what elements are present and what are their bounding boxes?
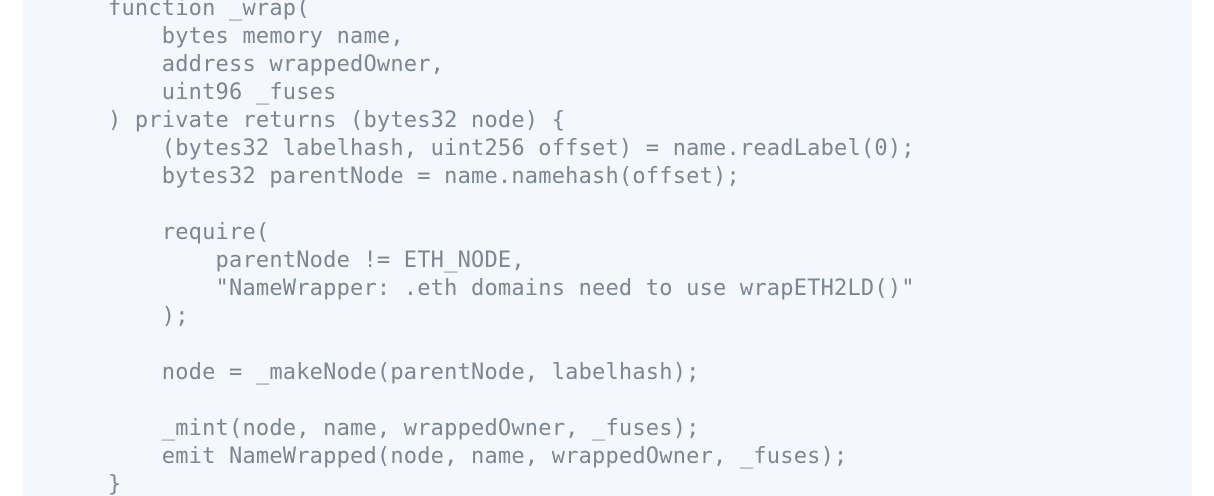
code-line-17: emit NameWrapped(node, name, wrappedOwne… — [108, 444, 848, 469]
code-line-13 — [108, 331, 915, 359]
code-line-18: } — [108, 472, 122, 496]
code-panel: function _wrap( bytes memory name, addre… — [23, 0, 1192, 496]
code-line-1: function _wrap( — [108, 0, 310, 21]
code-line-5: ) private returns (bytes32 node) { — [108, 108, 566, 133]
code-line-11: "NameWrapper: .eth domains need to use w… — [108, 276, 915, 301]
code-line-12: ); — [108, 304, 189, 329]
code-line-4: uint96 _fuses — [108, 80, 337, 105]
code-line-9: require( — [108, 220, 270, 245]
code-line-6: (bytes32 labelhash, uint256 offset) = na… — [108, 136, 915, 161]
code-line-15 — [108, 387, 915, 415]
code-block[interactable]: function _wrap( bytes memory name, addre… — [108, 0, 915, 496]
code-line-16: _mint(node, name, wrappedOwner, _fuses); — [108, 416, 700, 441]
code-line-10: parentNode != ETH_NODE, — [108, 248, 525, 273]
code-line-14: node = _makeNode(parentNode, labelhash); — [108, 360, 700, 385]
code-line-2: bytes memory name, — [108, 24, 404, 49]
code-line-3: address wrappedOwner, — [108, 52, 445, 77]
code-line-8 — [108, 191, 915, 219]
code-line-7: bytes32 parentNode = name.namehash(offse… — [108, 164, 740, 189]
